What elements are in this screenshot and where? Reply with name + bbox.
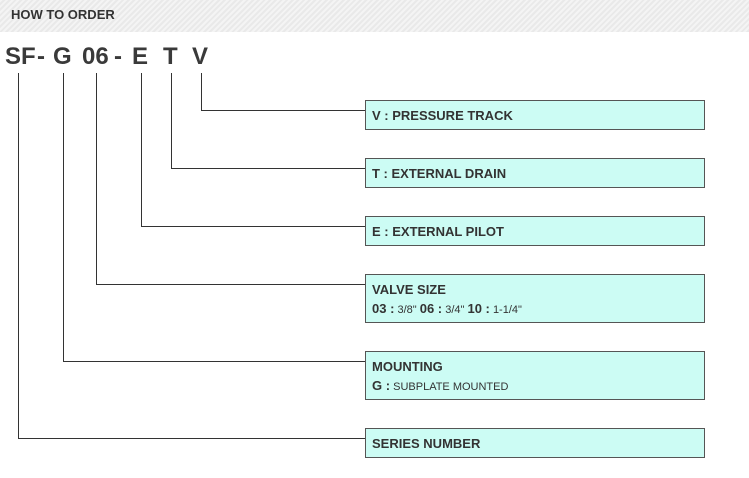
- connector-t-horizontal: [171, 168, 365, 169]
- size-code-03: 03 :: [372, 301, 395, 316]
- connector-e-horizontal: [141, 226, 365, 227]
- legend-pressure-track: V : PRESSURE TRACK: [365, 100, 705, 130]
- section-header: HOW TO ORDER: [0, 0, 749, 32]
- connector-sf-horizontal: [18, 438, 365, 439]
- legend-valve-size-title: VALVE SIZE: [372, 282, 446, 297]
- size-code-10: 10 :: [467, 301, 490, 316]
- size-value-06: 3/4": [445, 304, 465, 316]
- size-value-03: 3/8": [397, 304, 417, 316]
- connector-size-vertical: [96, 73, 97, 284]
- legend-pressure-track-label: V : PRESSURE TRACK: [372, 108, 513, 123]
- legend-series-number: SERIES NUMBER: [365, 428, 705, 458]
- code-mounting: G: [53, 43, 72, 70]
- size-code-06: 06 :: [419, 301, 443, 316]
- connector-v-horizontal: [201, 110, 365, 111]
- legend-mounting-option: G : SUBPLATE MOUNTED: [372, 378, 508, 393]
- connector-e-vertical: [141, 73, 142, 226]
- size-value-10: 1-1/4": [492, 304, 522, 316]
- mounting-code: G :: [372, 378, 391, 393]
- code-external-drain: T: [163, 43, 178, 70]
- legend-mounting-title: MOUNTING: [372, 359, 443, 374]
- code-dash-2: -: [114, 43, 122, 70]
- connector-sf-vertical: [18, 73, 19, 438]
- legend-external-drain: T : EXTERNAL DRAIN: [365, 158, 705, 188]
- code-dash-1: -: [37, 43, 45, 70]
- legend-external-drain-label: T : EXTERNAL DRAIN: [372, 166, 507, 181]
- legend-external-pilot-label: E : EXTERNAL PILOT: [372, 224, 504, 239]
- connector-size-horizontal: [96, 284, 365, 285]
- mounting-value: SUBPLATE MOUNTED: [393, 381, 509, 393]
- legend-external-pilot: E : EXTERNAL PILOT: [365, 216, 705, 246]
- connector-g-horizontal: [63, 361, 365, 362]
- legend-valve-size: VALVE SIZE 03 : 3/8" 06 : 3/4" 10 : 1-1/…: [365, 274, 705, 323]
- legend-valve-size-options: 03 : 3/8" 06 : 3/4" 10 : 1-1/4": [372, 301, 522, 316]
- connector-t-vertical: [171, 73, 172, 168]
- code-external-pilot: E: [132, 43, 149, 70]
- legend-series-number-label: SERIES NUMBER: [372, 436, 481, 451]
- code-valve-size: 06: [82, 43, 109, 70]
- connector-g-vertical: [63, 73, 64, 361]
- section-title: HOW TO ORDER: [11, 7, 115, 22]
- code-series: SF: [5, 43, 36, 70]
- legend-mounting: MOUNTING G : SUBPLATE MOUNTED: [365, 351, 705, 400]
- code-pressure-track: V: [192, 43, 209, 70]
- connector-v-vertical: [201, 73, 202, 110]
